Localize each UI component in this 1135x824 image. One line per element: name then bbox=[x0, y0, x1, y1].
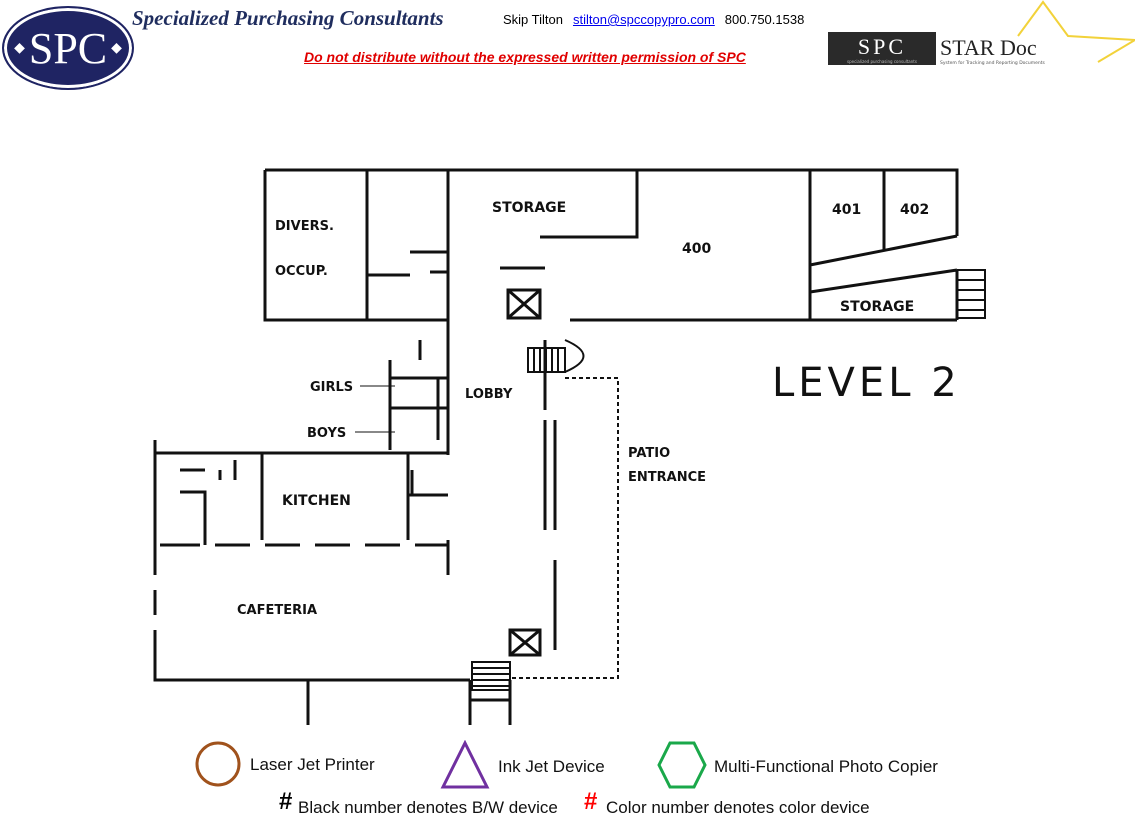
room-storage-right: STORAGE bbox=[840, 299, 914, 315]
stardoc-logo: SPC specialized purchasing consultants S… bbox=[828, 0, 1135, 66]
room-lobby: LOBBY bbox=[465, 387, 513, 402]
color-hash-icon: # bbox=[584, 788, 598, 815]
label-entrance: ENTRANCE bbox=[628, 470, 706, 485]
company-name: Specialized Purchasing Consultants bbox=[132, 6, 444, 30]
legend-bw-note: Black number denotes B/W device bbox=[298, 798, 558, 817]
inkjet-triangle-icon bbox=[440, 740, 490, 789]
stardoc-spc: SPC bbox=[858, 34, 906, 59]
stardoc-tagline: specialized purchasing consultants bbox=[847, 59, 917, 64]
walls bbox=[153, 168, 959, 725]
contact-info: Skip Tilton stilton@spccopypro.com 800.750… bbox=[503, 12, 804, 27]
mfp-hexagon-icon bbox=[657, 741, 707, 789]
patio-path bbox=[510, 377, 619, 679]
stardoc-title: STAR Doc bbox=[940, 35, 1037, 60]
contact-email-link[interactable]: stilton@spccopypro.com bbox=[572, 12, 715, 27]
legend-mfp-label: Multi-Functional Photo Copier bbox=[714, 757, 938, 776]
legend-inkjet-label: Ink Jet Device bbox=[498, 757, 605, 776]
label-patio: PATIO bbox=[628, 446, 670, 461]
room-storage-top: STORAGE bbox=[492, 200, 566, 216]
stardoc-spc-box bbox=[828, 32, 936, 65]
spc-logo: ◆SPC◆ bbox=[2, 6, 134, 90]
laser-printer-circle-icon bbox=[195, 741, 241, 787]
distribution-warning: Do not distribute without the expressed … bbox=[304, 49, 746, 65]
contact-name: Skip Tilton bbox=[503, 12, 563, 27]
stairs bbox=[471, 269, 986, 691]
contact-phone: 800.750.1538 bbox=[724, 12, 805, 27]
room-400: 400 bbox=[682, 241, 711, 257]
room-401: 401 bbox=[832, 202, 861, 218]
room-cafeteria: CAFETERIA bbox=[237, 603, 317, 618]
legend-color-note: Color number denotes color device bbox=[606, 798, 870, 817]
stardoc-subtitle: System for Tracking and Reporting Docume… bbox=[940, 60, 1046, 66]
room-girls: GIRLS bbox=[310, 380, 353, 395]
logo-text: SPC bbox=[28, 23, 108, 73]
leader-lines bbox=[355, 385, 395, 433]
star-outline bbox=[1017, 0, 1135, 63]
room-occup: OCCUP. bbox=[275, 264, 328, 279]
room-divers: DIVERS. bbox=[275, 219, 334, 234]
bw-hash-icon: # bbox=[279, 788, 293, 815]
room-boys: BOYS bbox=[307, 426, 346, 441]
room-402: 402 bbox=[900, 202, 929, 218]
room-kitchen: KITCHEN bbox=[282, 493, 351, 509]
legend: Laser Jet Printer Ink Jet Device Multi-F… bbox=[0, 730, 1135, 824]
legend-laser-label: Laser Jet Printer bbox=[250, 755, 375, 774]
level-title: LEVEL 2 bbox=[772, 360, 961, 406]
